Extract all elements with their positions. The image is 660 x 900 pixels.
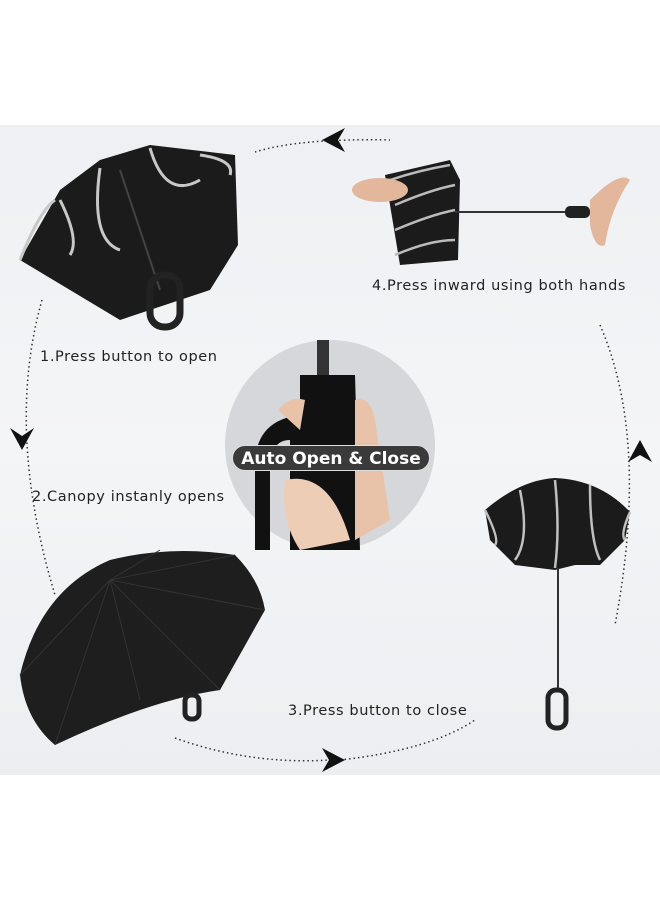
arrow-up-icon xyxy=(628,440,652,462)
step-3-label: 3.Press button to close xyxy=(288,703,468,719)
arc-bottom-left xyxy=(174,737,331,762)
arrow-left-icon xyxy=(322,128,345,152)
umbrella-inverted-image xyxy=(483,478,632,731)
step-4-label: 4.Press inward using both hands xyxy=(372,278,627,294)
umbrella-closing-hands-image xyxy=(352,160,630,265)
umbrella-opening-image xyxy=(18,145,238,331)
umbrella-open-image xyxy=(19,549,266,746)
arc-right xyxy=(599,324,631,626)
step-1-label: 1.Press button to open xyxy=(40,349,218,365)
auto-open-close-badge: Auto Open & Close xyxy=(232,445,430,471)
arrow-down-icon xyxy=(10,428,34,450)
arc-left xyxy=(25,299,56,596)
arc-bottom-right xyxy=(339,719,476,761)
arc-top xyxy=(254,139,391,153)
arrow-right-icon xyxy=(322,748,345,772)
step-2-label: 2.Canopy instanly opens xyxy=(32,489,225,505)
